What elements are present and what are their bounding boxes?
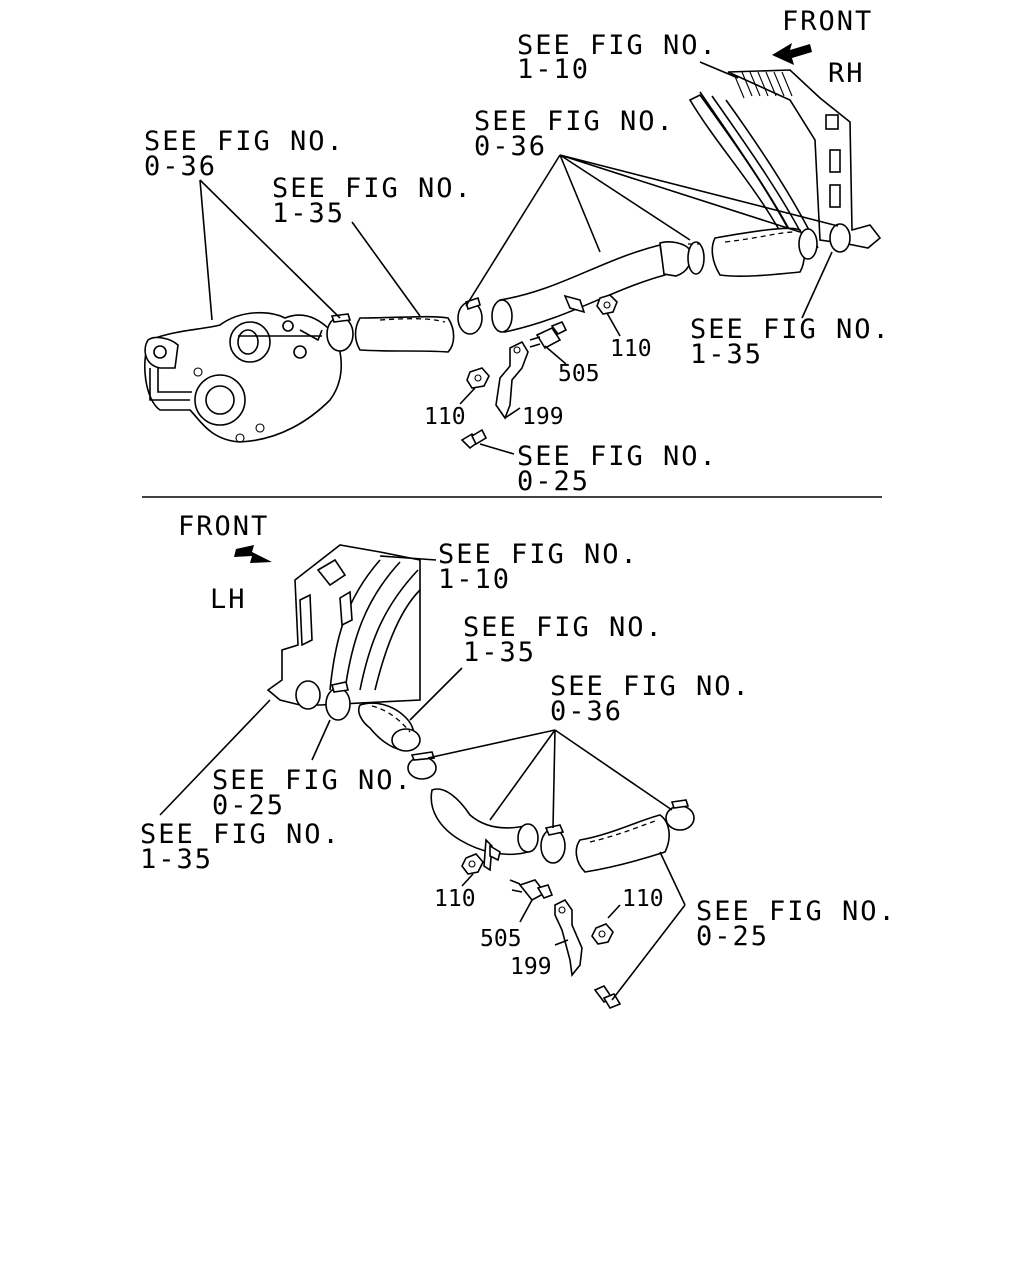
lower-callout-0-25-right-line1: SEE FIG NO. bbox=[696, 896, 897, 927]
lower-nut-110-left bbox=[461, 853, 484, 875]
upper-callout-1-10-line1: SEE FIG NO. bbox=[517, 30, 718, 61]
upper-callout-1-35-left-line2: 1-35 bbox=[272, 198, 345, 229]
lower-callout-1-35-left-line1: SEE FIG NO. bbox=[140, 819, 341, 850]
upper-callout-1-35-right-line1: SEE FIG NO. bbox=[690, 314, 891, 345]
lower-callout-1-35-top-line2: 1-35 bbox=[463, 637, 536, 668]
lower-part-199: 199 bbox=[510, 954, 552, 980]
upper-front-arrow-icon bbox=[772, 43, 812, 65]
lower-hose-top bbox=[325, 681, 421, 752]
lower-part-505: 505 bbox=[480, 926, 522, 952]
lower-sensor-505 bbox=[509, 879, 554, 902]
upper-callout-0-36-left-line2: 0-36 bbox=[144, 151, 217, 182]
lower-side-label: LH bbox=[210, 584, 247, 615]
upper-nut-110-left bbox=[466, 367, 490, 389]
upper-leaders bbox=[199, 61, 839, 455]
lower-front-label: FRONT bbox=[178, 511, 269, 542]
upper-intercooler bbox=[688, 69, 882, 254]
upper-callout-1-35-right-line2: 1-35 bbox=[690, 339, 763, 370]
upper-callout-0-36-left-line1: SEE FIG NO. bbox=[144, 126, 345, 157]
upper-callout-0-36-right-line2: 0-36 bbox=[474, 131, 547, 162]
lower-callout-0-25-right-line2: 0-25 bbox=[696, 921, 769, 952]
lower-part-110-right: 110 bbox=[622, 886, 664, 912]
lower-hose-right bbox=[540, 799, 695, 873]
upper-view: FRONT RH bbox=[144, 6, 891, 497]
upper-hose-right bbox=[711, 223, 851, 278]
lower-callout-1-10-line2: 1-10 bbox=[438, 564, 511, 595]
upper-side-label: RH bbox=[828, 58, 865, 89]
lower-nut-110-right bbox=[591, 923, 614, 945]
upper-nut-110-right bbox=[596, 294, 618, 315]
upper-callout-0-36-right-line1: SEE FIG NO. bbox=[474, 106, 675, 137]
upper-hose-left bbox=[238, 313, 455, 353]
upper-clamp-left bbox=[326, 316, 354, 352]
lower-view: FRONT LH bbox=[140, 511, 897, 1009]
lower-leaders bbox=[159, 555, 686, 1001]
lower-clamp-1 bbox=[325, 687, 351, 721]
lower-part-110-left: 110 bbox=[434, 886, 476, 912]
lower-callout-0-36-line2: 0-36 bbox=[550, 696, 623, 727]
lower-callout-0-25-left-line2: 0-25 bbox=[212, 790, 285, 821]
lower-intercooler bbox=[266, 544, 421, 710]
upper-clamp-right2 bbox=[829, 223, 851, 253]
upper-part-505: 505 bbox=[558, 361, 600, 387]
lower-front-arrow-icon bbox=[234, 545, 272, 563]
upper-fins bbox=[733, 71, 793, 99]
lower-callout-0-36-line1: SEE FIG NO. bbox=[550, 671, 751, 702]
upper-part-110-left: 110 bbox=[424, 404, 466, 430]
upper-clamp-right1 bbox=[798, 228, 818, 260]
lower-callout-0-25-left-line1: SEE FIG NO. bbox=[212, 765, 413, 796]
lower-pipe bbox=[407, 751, 539, 872]
upper-pipe bbox=[457, 241, 705, 335]
upper-callout-1-10-line2: 1-10 bbox=[517, 54, 590, 85]
upper-bolt bbox=[460, 428, 488, 450]
upper-front-label: FRONT bbox=[782, 6, 873, 37]
lower-bracket-199 bbox=[554, 898, 583, 977]
upper-part-110-right: 110 bbox=[610, 336, 652, 362]
lower-callout-1-10-line1: SEE FIG NO. bbox=[438, 539, 639, 570]
upper-callout-0-25-line1: SEE FIG NO. bbox=[517, 441, 718, 472]
upper-callout-1-35-left-line1: SEE FIG NO. bbox=[272, 173, 473, 204]
lower-callout-1-35-left-line2: 1-35 bbox=[140, 844, 213, 875]
upper-bracket-199 bbox=[495, 340, 529, 420]
upper-part-199: 199 bbox=[522, 404, 564, 430]
upper-sensor-505 bbox=[529, 320, 568, 350]
upper-callout-0-25-line2: 0-25 bbox=[517, 466, 590, 497]
upper-turbocharger bbox=[144, 311, 342, 443]
upper-clamp-pipe bbox=[687, 241, 705, 275]
lower-bolt bbox=[593, 984, 622, 1009]
lower-callout-1-35-top-line1: SEE FIG NO. bbox=[463, 612, 664, 643]
